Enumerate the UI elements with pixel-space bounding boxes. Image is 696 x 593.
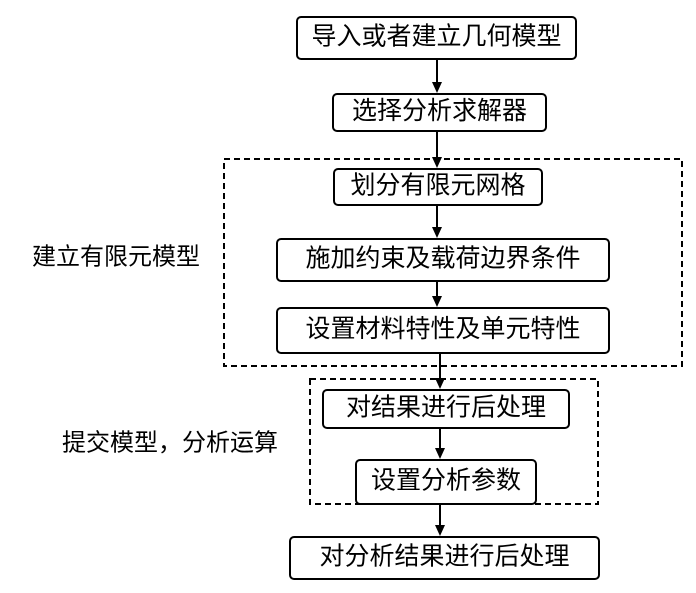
connector-solver-to-mesh [432,131,442,168]
connector-import-to-solver [432,60,442,93]
group-build-fe-model-frame [223,158,683,367]
connector-materials-to-postprocess-setup [435,353,445,389]
step-params-label: 设置分析参数 [371,466,521,495]
step-solver: 选择分析求解器 [332,93,547,132]
step-postprocess-setup-label: 对结果进行后处理 [346,393,546,422]
step-constraints: 施加约束及载荷边界条件 [276,238,610,282]
step-solver-label: 选择分析求解器 [352,96,527,125]
step-mesh-label: 划分有限元网格 [350,171,525,200]
connector-constraints-to-materials [432,281,442,307]
step-import-label: 导入或者建立几何模型 [311,22,561,51]
connector-postprocess-setup-to-params [435,428,445,459]
step-mesh: 划分有限元网格 [333,168,543,206]
step-params: 设置分析参数 [355,459,537,505]
step-postprocess: 对分析结果进行后处理 [289,536,600,580]
step-import: 导入或者建立几何模型 [296,16,577,60]
group-submit-model-frame [309,378,599,505]
step-constraints-label: 施加约束及载荷边界条件 [305,244,580,273]
group-label-build-fe-model: 建立有限元模型 [32,243,200,271]
connector-params-to-postprocess [435,504,445,536]
connector-mesh-to-constraints [432,205,442,238]
step-postprocess-label: 对分析结果进行后处理 [319,542,569,571]
step-postprocess-setup: 对结果进行后处理 [322,389,570,429]
step-materials-label: 设置材料特性及单元特性 [305,314,580,343]
group-label-submit-model: 提交模型，分析运算 [62,429,278,457]
step-materials: 设置材料特性及单元特性 [276,307,610,354]
